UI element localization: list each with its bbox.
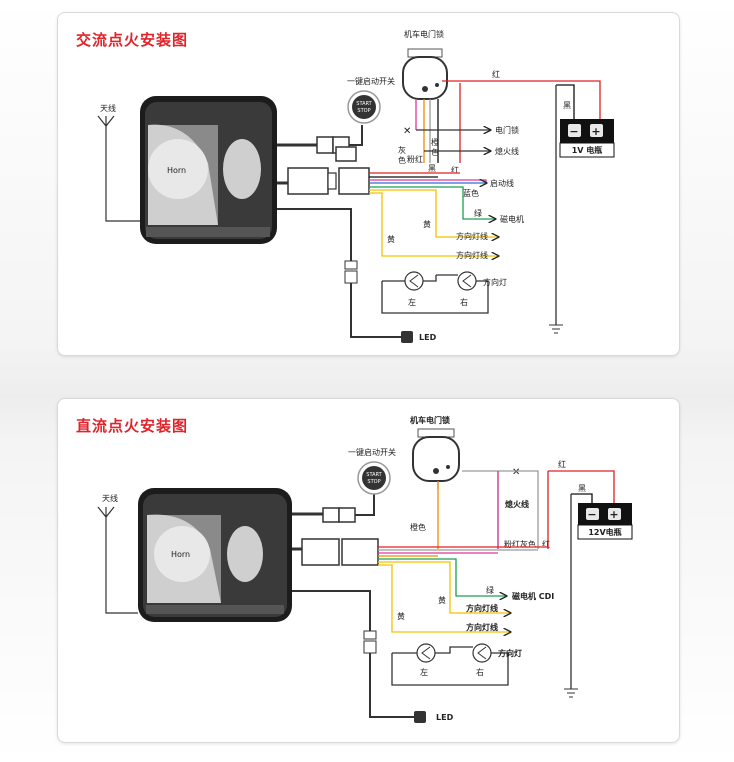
start-stop-switch-icon[interactable] bbox=[347, 90, 381, 124]
door-lock-label: 电门锁 bbox=[495, 125, 519, 135]
led-label: LED bbox=[436, 713, 454, 722]
red-top-label: 红 bbox=[558, 459, 566, 469]
main-connector-a bbox=[301, 538, 340, 566]
turn-wire-label-2: 方向灯线 bbox=[466, 622, 498, 632]
start-switch-label: 一键启动开关 bbox=[348, 447, 396, 457]
yellow-label-2: 黄 bbox=[397, 611, 405, 621]
blue-label: 蓝色 bbox=[463, 188, 479, 198]
orange-label-1: 橙 bbox=[431, 137, 439, 147]
dc-wiring-diagram: 天线 Horn LED STA bbox=[97, 415, 633, 723]
right-label: 右 bbox=[476, 667, 484, 677]
led-icon bbox=[414, 711, 426, 723]
dc-panel-title: 直流点火安装图 bbox=[76, 417, 189, 435]
black-label: 黑 bbox=[578, 484, 586, 493]
alarm-unit bbox=[140, 96, 277, 244]
kill-switch-icon: ✕ bbox=[403, 126, 411, 137]
gray-label: 灰色 bbox=[520, 539, 536, 549]
ignition-lock-icon bbox=[412, 428, 460, 482]
orange-label: 橙色 bbox=[410, 522, 426, 532]
magneto-label: 磁电机 bbox=[500, 214, 524, 224]
horn-label: Horn bbox=[171, 550, 190, 559]
black-wire-label: 黑 bbox=[428, 164, 436, 173]
dc-diagram-panel: 直流点火安装图 天线 Horn bbox=[57, 398, 680, 743]
switch-stop-text: STOP bbox=[357, 108, 370, 114]
magneto-label: 磁电机 CDI bbox=[512, 591, 554, 601]
alarm-unit bbox=[138, 488, 292, 622]
start-wire-label: 启动线 bbox=[490, 178, 514, 188]
main-connector-a bbox=[287, 167, 329, 195]
led-label: LED bbox=[419, 333, 437, 342]
left-label: 左 bbox=[408, 297, 416, 307]
ignition-lock-label: 机车电门锁 bbox=[404, 29, 444, 39]
switch-connector-b bbox=[338, 507, 356, 523]
ac-wiring-diagram: 天线 Horn LED bbox=[97, 29, 615, 343]
start-stop-switch-icon[interactable] bbox=[357, 461, 391, 495]
switch-stop-text: STOP bbox=[367, 479, 380, 485]
turn-light-label: 方向灯 bbox=[483, 277, 507, 287]
ground-icon bbox=[549, 324, 563, 334]
ac-diagram-panel: 交流点火安装图 天线 Horn bbox=[57, 12, 680, 356]
pink-red-label: 粉红 bbox=[407, 154, 423, 164]
right-turn-light-icon bbox=[472, 643, 492, 663]
green-label: 绿 bbox=[486, 586, 494, 595]
battery-label: 12V电瓶 bbox=[588, 527, 621, 537]
switch-start-text: START bbox=[356, 101, 372, 107]
left-turn-light-icon bbox=[404, 271, 424, 291]
black-label: 黑 bbox=[563, 101, 571, 110]
battery-icon: − + bbox=[577, 503, 633, 540]
svg-text:−: − bbox=[587, 508, 596, 521]
antenna-label: 天线 bbox=[100, 103, 116, 113]
gray-label-1: 灰 bbox=[398, 145, 406, 155]
main-connector-b bbox=[338, 167, 370, 195]
left-label: 左 bbox=[420, 667, 428, 677]
switch-connector-a bbox=[316, 136, 334, 154]
antenna-label: 天线 bbox=[102, 493, 118, 503]
turn-wire-label-2: 方向灯线 bbox=[456, 250, 488, 260]
turn-wire-label-1: 方向灯线 bbox=[456, 231, 488, 241]
turn-light-label: 方向灯 bbox=[498, 648, 522, 658]
battery-icon: − + bbox=[559, 119, 615, 158]
right-label: 右 bbox=[460, 297, 468, 307]
red-wire-label: 红 bbox=[451, 165, 459, 175]
green-label: 绿 bbox=[474, 209, 482, 218]
yellow-label-2: 黄 bbox=[387, 234, 395, 244]
svg-text:+: + bbox=[609, 508, 618, 521]
antenna-icon bbox=[97, 506, 138, 614]
yellow-label-1: 黄 bbox=[438, 595, 446, 605]
kill-switch-icon: ✕ bbox=[512, 467, 520, 478]
red-wire-label: 红 bbox=[542, 539, 550, 549]
right-turn-light-icon bbox=[457, 271, 477, 291]
ignition-lock-icon bbox=[402, 48, 448, 100]
switch-start-text: START bbox=[366, 472, 382, 478]
red-top-label: 红 bbox=[492, 69, 500, 79]
kill-wire-label: 熄火线 bbox=[495, 146, 519, 156]
antenna-icon bbox=[97, 115, 140, 222]
svg-text:+: + bbox=[591, 125, 600, 138]
start-switch-label: 一键启动开关 bbox=[347, 76, 395, 86]
gray-label-2: 色 bbox=[398, 155, 406, 165]
orange-label-2: 色 bbox=[431, 147, 439, 157]
turn-wire-label-1: 方向灯线 bbox=[466, 603, 498, 613]
battery-label: 1V 电瓶 bbox=[572, 145, 603, 155]
kill-wire-label: 熄火线 bbox=[505, 499, 529, 509]
yellow-label-1: 黄 bbox=[423, 219, 431, 229]
main-connector-b bbox=[341, 538, 379, 566]
led-icon bbox=[401, 331, 413, 343]
pink-red-label: 粉红 bbox=[504, 539, 520, 549]
ac-panel-title: 交流点火安装图 bbox=[76, 31, 189, 49]
horn-label: Horn bbox=[167, 166, 186, 175]
switch-connector-a bbox=[322, 507, 340, 523]
ignition-lock-label: 机车电门锁 bbox=[410, 415, 450, 425]
left-turn-light-icon bbox=[416, 643, 436, 663]
ground-icon bbox=[564, 688, 578, 698]
svg-text:−: − bbox=[569, 125, 578, 138]
